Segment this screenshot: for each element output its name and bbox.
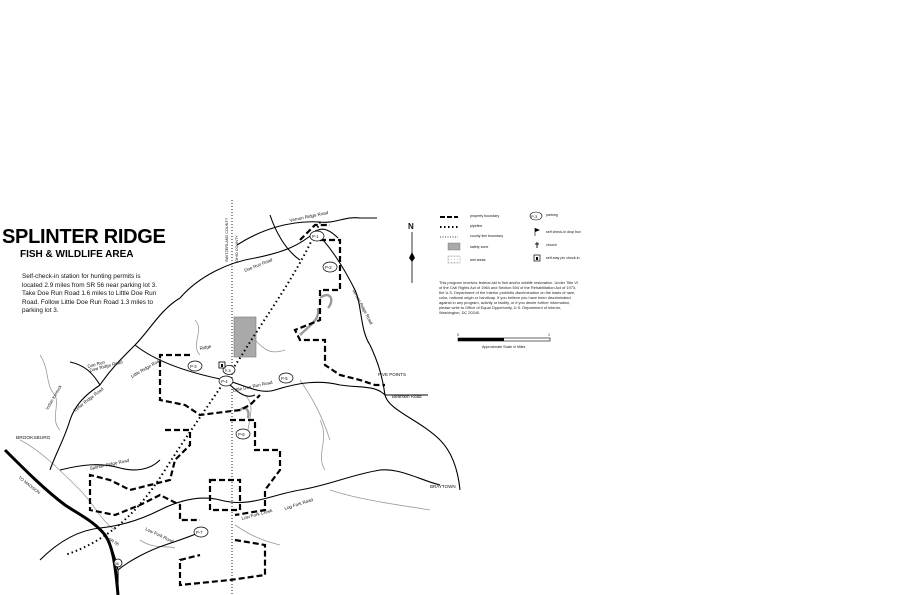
road-label-vernon-ridge2: Vernon Ridge Road	[351, 288, 374, 325]
place-braytown: BRAYTOWN	[430, 484, 456, 489]
svg-text:N: N	[408, 222, 414, 231]
county-label-west: SWITZERLAND COUNTY	[225, 217, 229, 262]
parking-marker[interactable]: P-7	[193, 526, 209, 538]
road-label-doe-run2: Doe Run	[87, 359, 106, 369]
svg-text:P-2: P-2	[325, 265, 332, 270]
road-label-little-ridge: Little Ridge Road	[130, 357, 163, 379]
svg-text:56: 56	[115, 562, 119, 566]
svg-text:1: 1	[548, 333, 550, 337]
parking-marker[interactable]: P-3	[187, 360, 203, 372]
svg-text:0: 0	[457, 333, 459, 337]
legend-parking-icon	[529, 211, 543, 221]
road-label-vernon-ridge: Vernon Ridge Road	[289, 210, 329, 223]
safety-zone	[233, 316, 257, 358]
road-label-low-fork-creek: Low Fork Creek	[241, 508, 274, 521]
north-arrow-icon: N	[408, 222, 415, 283]
creeks	[19, 319, 431, 549]
legend-label-county: county line boundary	[470, 234, 504, 238]
road-label-low-fork-road: Low Fork Road	[145, 526, 175, 544]
legend-church-icon	[535, 242, 539, 248]
legend-swatch-safety	[447, 242, 461, 251]
legend-checkin-icon	[533, 254, 541, 262]
parking-markers: P-1 P-2 P-3 P-4 P-5 P-6 P-7 P-8	[187, 230, 338, 538]
place-five-points: FIVE POINTS	[378, 372, 406, 377]
svg-text:P-3: P-3	[531, 214, 538, 219]
parking-marker[interactable]: P-5	[278, 372, 294, 384]
road-label-kellar: Kellar Ridge Road	[73, 386, 105, 413]
place-brooksburg: BROOKSBURG	[16, 435, 51, 441]
checkin-directions: Self-check-in station for hunting permit…	[22, 273, 157, 315]
road-label-log-fork: Log Fork Road	[284, 497, 314, 511]
svg-text:P-1: P-1	[312, 234, 319, 239]
legend: P-3 N 0 1 Approximate Scale in Miles	[408, 211, 551, 349]
roads	[39, 214, 461, 595]
property-boundary	[88, 223, 385, 587]
scale-bar: 0 1 Approximate Scale in Miles	[457, 333, 551, 349]
pipeline	[64, 221, 321, 556]
parking-marker[interactable]: P-4	[218, 375, 234, 387]
svg-text:Approximate Scale in Miles: Approximate Scale in Miles	[482, 345, 526, 349]
legend-label-church: church	[546, 243, 557, 247]
route-shield: 56	[113, 558, 123, 568]
legend-label-checkin: self check-in drop box	[546, 230, 581, 234]
parking-marker[interactable]: P-6	[235, 428, 251, 440]
legend-label-safety: safety zone	[470, 245, 489, 249]
county-label-east: OHIO COUNTY	[235, 235, 239, 262]
parking-marker[interactable]: P-2	[322, 261, 338, 273]
sr56-road	[3, 448, 120, 595]
map-title: SPLINTER RIDGE	[2, 226, 166, 248]
legend-swatch-wetland	[447, 255, 461, 264]
nondiscrimination-notice: This program receives federal aid in fis…	[439, 280, 579, 315]
road-label-ridge: Ridge	[199, 344, 212, 351]
legend-label-parking: parking	[546, 213, 558, 217]
svg-text:P-4: P-4	[221, 379, 228, 384]
svg-text:P-5: P-5	[281, 376, 288, 381]
parking-marker[interactable]: P-1	[309, 230, 325, 242]
svg-text:P-6: P-6	[238, 432, 245, 437]
svg-text:P-7: P-7	[196, 530, 203, 535]
parking-marker[interactable]: P-8	[222, 365, 236, 375]
svg-text:P-8: P-8	[225, 369, 231, 373]
road-label-to-madison: TO MADISON	[17, 475, 41, 495]
legend-label-wetland: wet areas	[470, 258, 486, 262]
legend-label-selfstation: self-stay pin check-in	[546, 256, 580, 260]
map-subtitle: FISH & WILDLIFE AREA	[20, 249, 134, 260]
legend-label-pipeline: pipeline	[470, 224, 483, 228]
checkin-station-icon	[218, 361, 226, 369]
svg-text:P-3: P-3	[190, 364, 197, 369]
legend-flag-icon	[534, 228, 540, 236]
road-label-indian-kentuck: Indian Kentuck	[45, 383, 64, 410]
road-label-bearskin: Bearskin Road	[392, 394, 422, 399]
road-label-sr56: SR 56	[108, 537, 121, 547]
legend-label-property: property boundary	[470, 214, 500, 218]
